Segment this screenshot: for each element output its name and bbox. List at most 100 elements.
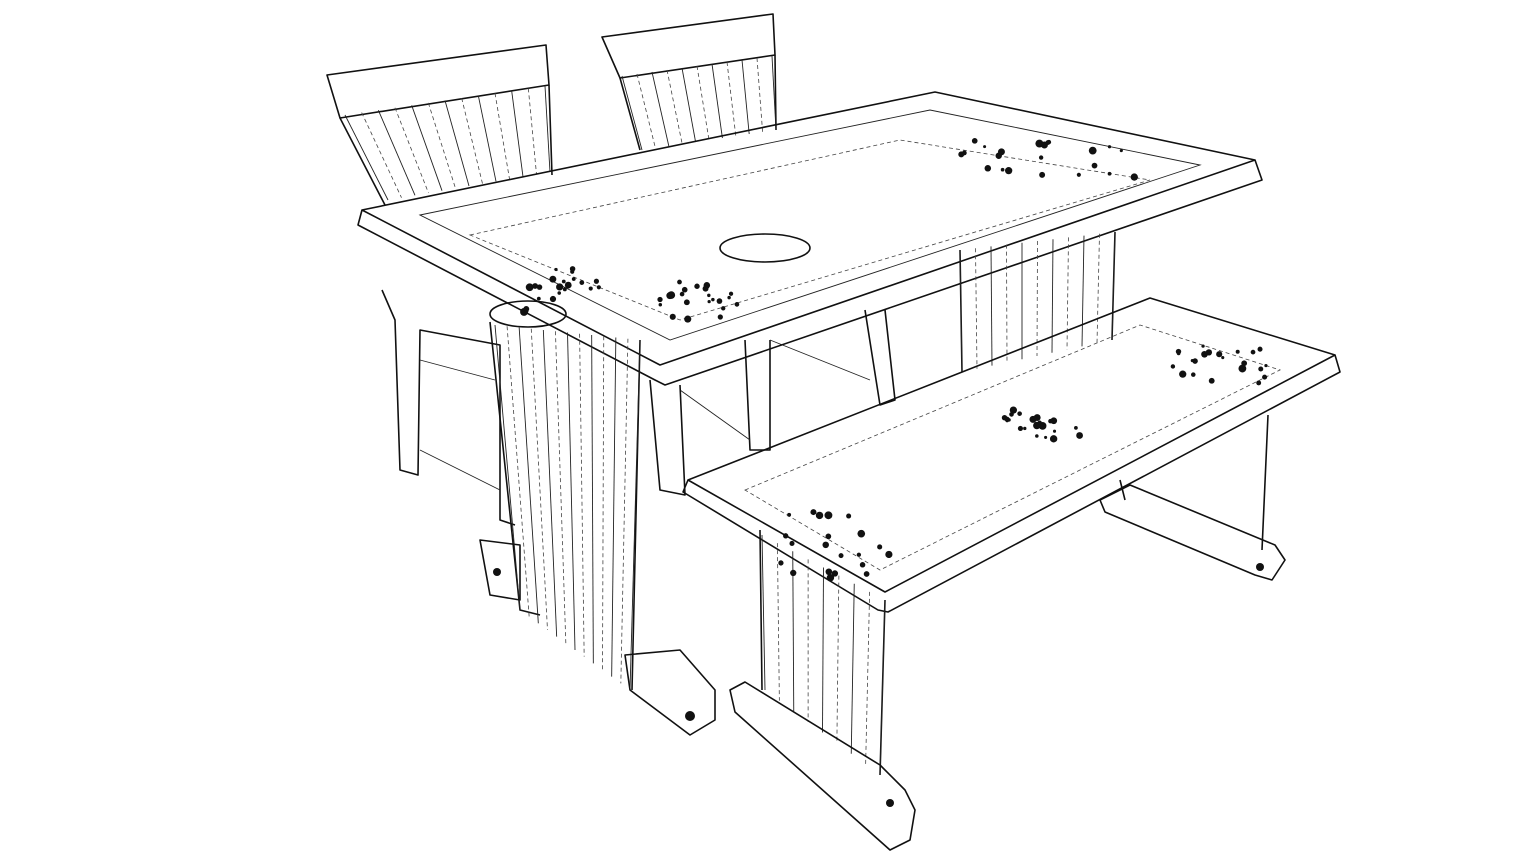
bolt-marker [1044,435,1048,439]
bolt-marker [679,291,685,297]
bolt-marker [721,306,726,311]
bolt-marker [707,293,711,298]
slat-line [602,336,605,671]
slat-line [1066,237,1069,350]
bolt-marker [667,291,676,299]
bolt-marker [1076,172,1081,177]
slat-line [1111,231,1116,341]
bolt-marker [669,313,676,320]
bolt-marker [694,283,700,289]
bolt-marker [525,283,534,292]
bolt-marker [822,541,829,549]
slat-line [394,107,429,194]
bolt-marker [1009,412,1014,417]
bolt-marker [579,280,585,285]
bolt-marker [846,513,852,519]
slat-line [477,95,497,182]
slat-line [518,327,539,624]
slat-line [611,337,617,677]
bolt-marker [1000,167,1005,172]
slat-line [555,331,567,644]
slat-line [506,326,530,617]
slat-line [579,333,585,657]
bolt-marker [971,137,978,144]
bolt-marker [1221,356,1225,360]
bolt-marker [536,284,543,290]
bolt-marker [1250,349,1256,355]
bolt-marker [1052,429,1057,433]
bolt-marker [658,303,663,307]
bolt-marker [815,511,824,520]
bolt-marker [556,283,564,291]
bolt-marker [549,295,557,303]
bolt-marker [1107,171,1112,176]
slat-line [879,599,886,776]
bolt-marker [1179,370,1187,378]
bolt-marker [681,286,688,293]
bolt-marker [1017,425,1024,432]
slat-line [377,109,416,196]
slat-line [621,75,643,151]
slat-line [629,339,641,691]
slat-line [494,324,521,611]
chair-left [326,44,553,601]
bolt-marker [1201,344,1205,348]
table [357,91,1263,736]
bolt-marker [787,512,792,517]
slat-line [620,338,629,684]
slat-line [511,90,524,177]
bolt-marker [1257,346,1263,352]
bolt-marker [711,297,715,302]
bolt-marker [825,568,833,576]
bolt-marker [1001,414,1008,421]
bolt-marker [562,287,567,292]
bolt-marker [734,302,740,307]
slat-line [1051,239,1054,353]
bolt-marker [838,553,844,559]
slat-line [1096,233,1100,344]
slat-line [776,543,780,701]
bolt-marker [1238,364,1247,373]
bolt-marker [1258,366,1264,372]
bolt-marker [1088,146,1097,155]
slat-line [651,71,670,147]
bolt-marker [707,299,711,304]
bolt-marker [554,267,558,272]
slat-line [527,88,537,175]
bolt-marker [570,269,575,274]
bolt-marker [1038,155,1044,160]
bolt-marker [790,569,797,577]
bolt-marker [727,295,731,300]
bolt-marker [856,552,862,557]
bolt-marker [1262,374,1268,380]
slat-line [1036,240,1038,357]
slat-line [726,61,737,137]
slat-line [427,102,456,189]
slat-line [344,114,389,201]
slat-line [990,246,993,366]
slat-line [959,249,963,373]
bolt-marker [1037,420,1042,425]
bolt-marker [1039,171,1046,178]
bolt-marker [1091,162,1098,169]
bolt-marker [1049,435,1058,443]
slat-line [696,65,710,141]
slat-line [636,73,656,149]
slat-line [544,85,551,173]
bolt-marker [561,279,566,284]
bolt-marker [877,544,883,550]
bolt-marker [683,299,690,306]
bolt-marker [1009,406,1017,414]
bolt-marker [1208,377,1215,384]
bolt-marker [1235,349,1240,354]
bolt-marker [684,315,692,323]
bolt-marker [571,277,576,281]
bolt-marker [778,560,784,566]
bolt-marker [1216,351,1223,358]
slat-line [975,248,978,369]
slat-line [756,57,763,133]
slat-line [865,591,871,765]
bolt-marker [824,511,833,520]
bolt-marker [1176,351,1181,356]
bolt-marker [1005,167,1013,175]
